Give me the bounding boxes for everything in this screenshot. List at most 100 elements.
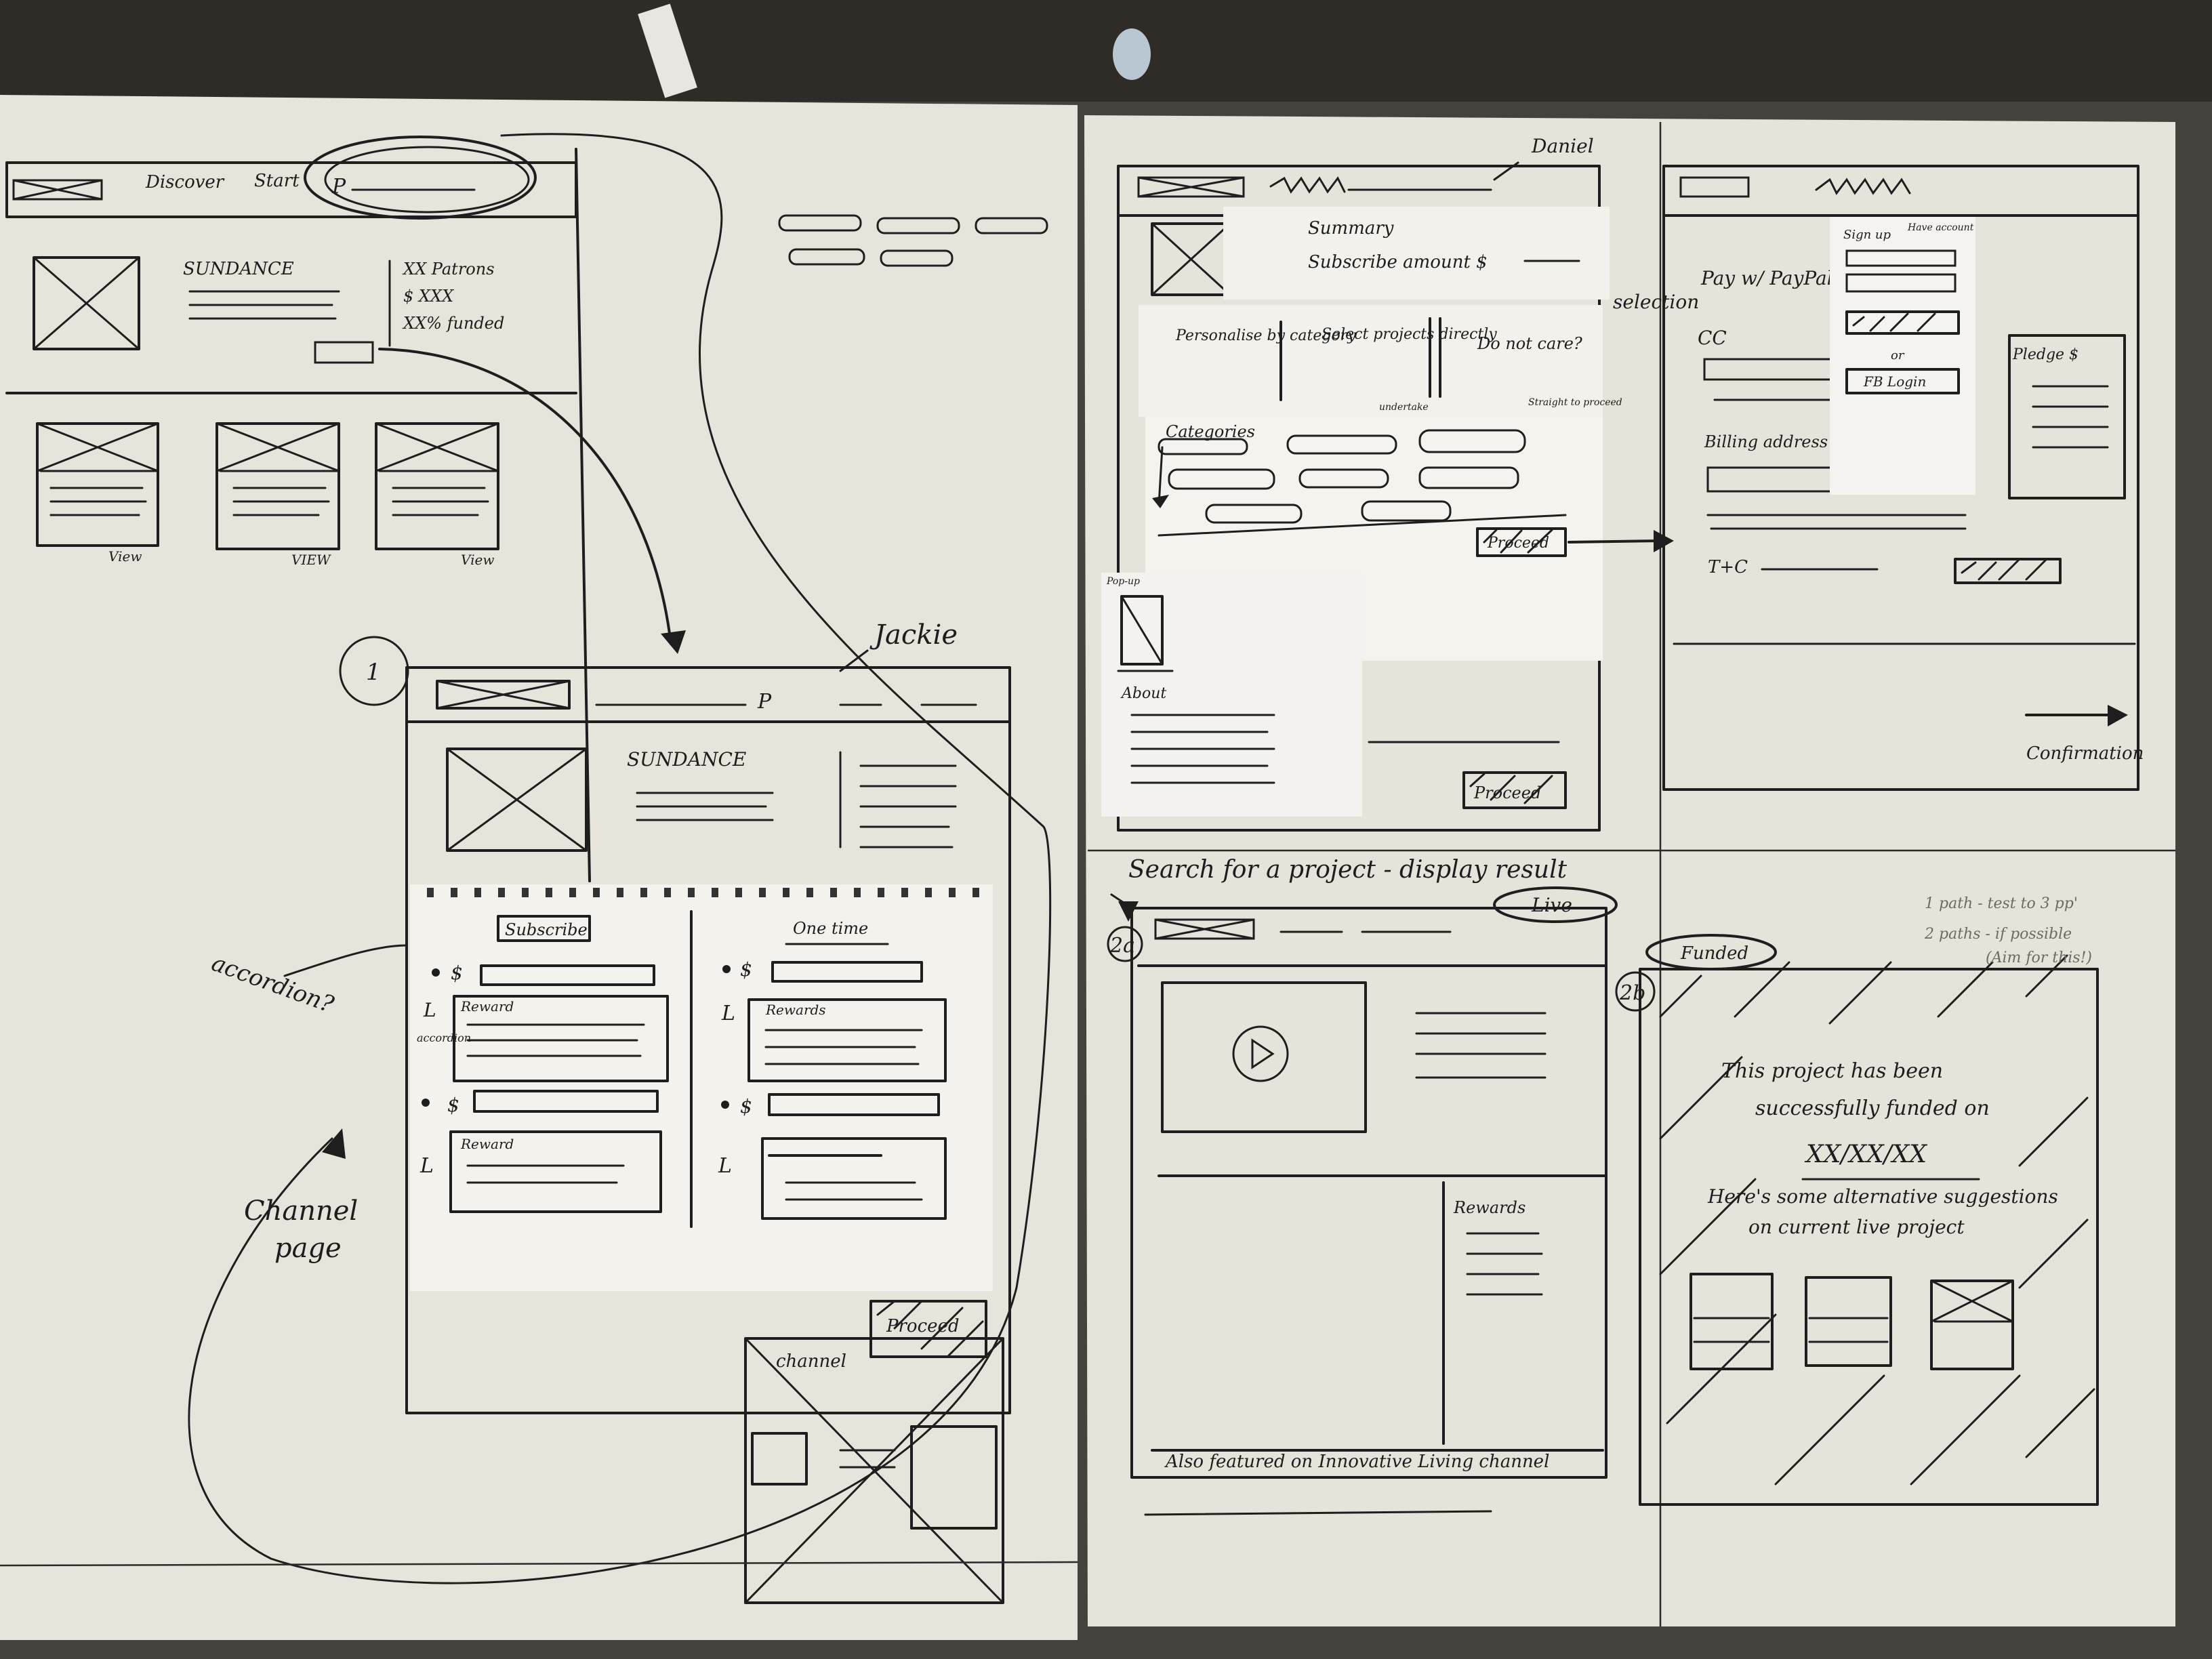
rewards-box-1-label: Rewards	[765, 1002, 826, 1018]
search-result-live-wireframe: Search for a project - display result Li…	[1107, 856, 1618, 1516]
selection-label: selection	[1613, 291, 1699, 313]
step-1-number: 1	[366, 659, 381, 686]
rewards-box-2[interactable]	[761, 1137, 947, 1220]
reward-box-1[interactable]	[453, 995, 669, 1082]
one-time-option-1[interactable]: $	[722, 958, 923, 983]
funded-message-line-1: This project has been	[1721, 1059, 1943, 1083]
popup-label: Pop-up	[1106, 576, 1140, 587]
popup-note-paper	[1101, 573, 1362, 817]
svg-text:L: L	[419, 1154, 434, 1178]
currency-sign: $	[451, 962, 463, 984]
reward-box-2-label: Reward	[460, 1136, 514, 1152]
suggestion-card-1[interactable]	[1689, 1273, 1774, 1370]
category-chip[interactable]	[1361, 500, 1452, 522]
subscription-proceed-button[interactable]	[1462, 771, 1567, 809]
category-chip[interactable]	[1158, 438, 1248, 455]
summary-note: Summary Subscribe amount $ selection	[1223, 207, 1699, 313]
pledge-amount-label: Pledge $	[2012, 346, 2078, 363]
suggestion-card-2[interactable]	[1805, 1276, 1892, 1367]
have-account-link[interactable]: Have account	[1907, 222, 1974, 233]
pledge-proceed-button[interactable]	[869, 1300, 987, 1358]
side-note-line-1: 1 path - test to 3 pp'	[1925, 895, 2078, 912]
suggestion-card-3[interactable]	[1930, 1279, 2014, 1370]
signup-note-paper	[1830, 217, 1975, 495]
subscribe-option-2[interactable]: $	[422, 1090, 659, 1116]
categories-proceed-button[interactable]	[1476, 527, 1567, 557]
category-chip[interactable]	[1205, 504, 1303, 524]
category-chip[interactable]	[1286, 434, 1397, 455]
pledge-proceed-label: Proceed	[886, 1316, 960, 1336]
option-personalise-by-category[interactable]: Personalise by category	[1175, 327, 1356, 344]
video-placeholder[interactable]	[1161, 981, 1367, 1133]
signup-label[interactable]: Sign up	[1843, 228, 1891, 242]
project-page-title: SUNDANCE	[627, 748, 746, 771]
funded-hatching	[1659, 954, 2095, 1486]
author-daniel: Daniel	[1531, 135, 1594, 157]
svg-text:L: L	[718, 1154, 732, 1178]
stat-amount: $ XXX	[403, 287, 454, 306]
search-result-frame	[1130, 907, 1607, 1479]
funded-result-wireframe: Funded 2b This project has been successf…	[1615, 934, 2099, 1506]
rewards-box-1[interactable]	[747, 998, 947, 1082]
currency-sign: $	[740, 1095, 752, 1118]
project-page-logo	[436, 680, 571, 710]
nav-discover[interactable]: Discover	[145, 172, 225, 192]
channel-note-line-1: Channel	[244, 1195, 358, 1227]
reward-box-2[interactable]	[449, 1130, 662, 1213]
project-image-placeholder	[446, 747, 588, 852]
signup-note: Sign up Have account or FB Login	[1830, 217, 1975, 495]
summary-subscribe-amount: Subscribe amount $	[1308, 252, 1488, 272]
category-chip[interactable]	[1298, 468, 1389, 489]
cc-label: CC	[1698, 327, 1727, 349]
signup-field-1[interactable]	[1845, 249, 1957, 267]
categories-proceed-label: Proceed	[1487, 535, 1549, 552]
subscription-proceed-label: Proceed	[1473, 783, 1541, 802]
also-featured-link[interactable]: Also featured on Innovative Living chann…	[1164, 1452, 1549, 1472]
left-paper	[0, 95, 1078, 1640]
summary-note-paper	[1223, 207, 1610, 300]
card-1-view-button[interactable]: View	[108, 548, 142, 565]
side-note-line-3: (Aim for this!)	[1986, 949, 2092, 966]
popup-about-label: About	[1120, 685, 1166, 702]
project-card-2[interactable]: VIEW	[216, 422, 340, 568]
currency-sign: $	[740, 958, 752, 981]
play-icon[interactable]	[1232, 1025, 1289, 1082]
project-page-wireframe: 1 Jackie P SUNDANCE	[339, 619, 1011, 1414]
category-chip[interactable]	[1418, 466, 1519, 489]
svg-text:L: L	[721, 1002, 735, 1025]
option-do-not-care[interactable]: Do not care?	[1477, 334, 1582, 353]
option-select-projects-directly[interactable]: Select projects directly	[1322, 326, 1497, 343]
payment-submit-button[interactable]	[1954, 558, 2062, 584]
side-note-line-2: 2 paths - if possible	[1924, 926, 2072, 943]
card-3-view-button[interactable]: View	[461, 552, 494, 568]
tag-undertake: undertake	[1379, 402, 1429, 413]
pledge-panel	[2008, 334, 2126, 499]
subscribe-option-1[interactable]: $	[432, 962, 655, 986]
project-card-3[interactable]: View	[375, 422, 499, 568]
tag-straight-to-proceed: Straight to proceed	[1528, 397, 1622, 408]
popup-note: Pop-up About	[1101, 573, 1362, 817]
subscribe-tab[interactable]	[497, 915, 591, 942]
confirmation-label: Confirmation	[2026, 743, 2144, 764]
side-note: 1 path - test to 3 pp' 2 paths - if poss…	[1924, 895, 2092, 966]
signup-field-2[interactable]	[1845, 273, 1957, 293]
payment-wireframe: Pay w/ PayPal CC Billing address T+C Ple…	[1662, 165, 2144, 791]
category-chip[interactable]	[1168, 468, 1275, 490]
categories-label: Categories	[1166, 422, 1255, 441]
category-chip[interactable]	[1418, 429, 1526, 453]
billing-address-label: Billing address	[1704, 432, 1828, 451]
card-2-view-button[interactable]: VIEW	[291, 552, 331, 568]
nav-start[interactable]: Start	[254, 171, 300, 191]
funded-label: Funded	[1680, 943, 1748, 964]
summary-title: Summary	[1308, 218, 1394, 239]
one-time-option-2[interactable]: $	[721, 1093, 940, 1118]
back-button[interactable]	[314, 341, 374, 364]
project-card-1[interactable]: View	[36, 422, 159, 565]
fb-login-button[interactable]	[1845, 368, 1960, 394]
signup-submit-button[interactable]	[1845, 310, 1960, 335]
pay-with-paypal[interactable]: Pay w/ PayPal	[1700, 267, 1833, 289]
one-time-tab[interactable]: One time	[793, 919, 868, 938]
channel-wireframe: channel	[744, 1337, 1004, 1604]
terms-label: T+C	[1708, 557, 1748, 577]
